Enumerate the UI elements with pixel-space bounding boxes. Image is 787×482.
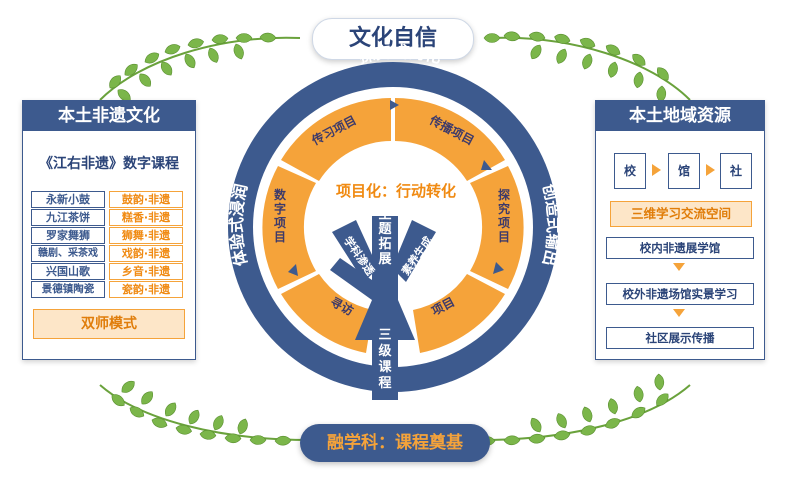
heritage-tag: 乡音·非遗 (109, 263, 183, 280)
left-panel-title: 本土非遗文化 (23, 101, 195, 131)
segment-label-shuzi: 数字项目 (273, 188, 286, 244)
heritage-tag: 瓷韵·非遗 (109, 281, 183, 298)
ring-segment-3 (413, 274, 505, 353)
heritage-tag: 狮舞·非遗 (109, 227, 183, 244)
segment-label-tanjiu: 探究项目 (497, 188, 510, 244)
heritage-tag: 鼓韵·非遗 (109, 191, 183, 208)
step-arrow-icon (673, 263, 685, 271)
heritage-item: 兴国山歌 (31, 263, 105, 280)
heritage-item: 景德镇陶瓷 (31, 281, 105, 298)
ring-segment-4 (281, 274, 373, 353)
center-label: 项目化：行动转化 (336, 182, 456, 200)
flow-school: 校 (614, 153, 646, 189)
branch-label-theme: 主题拓展 (378, 206, 392, 267)
heritage-item: 罗家舞狮 (31, 227, 105, 244)
ring-arrow-icons (288, 100, 504, 276)
ring-segment-2 (470, 166, 524, 289)
flow-venue: 馆 (668, 153, 700, 189)
right-panel: 本土地域资源 校 馆 社 三维学习交流空间 校内非遗展学馆 校外非遗场馆实景学习… (595, 100, 765, 360)
learning-space-highlight: 三维学习交流空间 (610, 201, 752, 227)
heritage-item: 永新小鼓 (31, 191, 105, 208)
orange-ring (262, 98, 524, 353)
left-panel-subtitle: 《江右非遗》数字课程 (39, 156, 179, 172)
trunk-label: 三级课程 (378, 328, 392, 391)
step-arrow-icon (673, 309, 685, 317)
ring-segment-5 (262, 166, 316, 289)
heritage-item: 九江茶饼 (31, 209, 105, 226)
ring-segment-6 (281, 98, 391, 181)
bottom-title-pill: 融学科：课程奠基 (300, 424, 490, 462)
heritage-tag: 糕香·非遗 (109, 209, 183, 226)
step-box: 校内非遗展学馆 (606, 237, 754, 259)
step-box: 校外非遗场馆实景学习 (606, 283, 754, 305)
heritage-tag: 戏韵·非遗 (109, 245, 183, 262)
right-panel-title: 本土地域资源 (596, 101, 764, 131)
ring-segment-1 (395, 98, 505, 181)
step-box: 社区展示传播 (606, 327, 754, 349)
dual-teacher-mode: 双师模式 (33, 309, 185, 339)
top-title-pill: 文化自信 (312, 18, 474, 60)
tree-shape (330, 216, 436, 400)
heritage-item: 赣剧、采茶戏 (31, 245, 105, 262)
flow-arrow-icon (706, 164, 715, 176)
flow-arrow-icon (652, 164, 661, 176)
left-panel: 本土非遗文化 《江右非遗》数字课程 永新小鼓 鼓韵·非遗 九江茶饼 糕香·非遗 … (22, 100, 196, 360)
flow-community: 社 (720, 153, 752, 189)
